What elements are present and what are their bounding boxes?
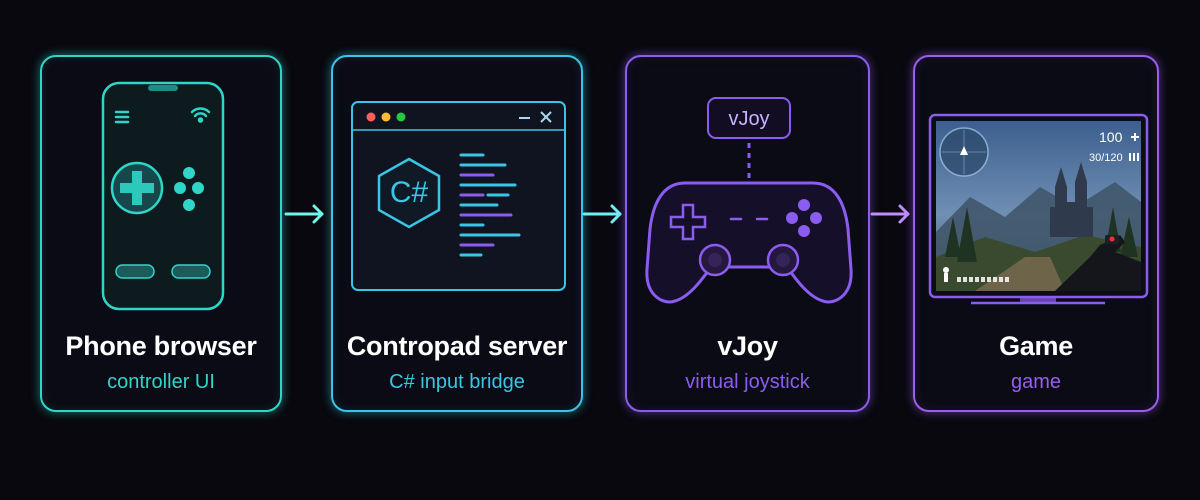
left-shoulder-button [115, 264, 155, 279]
phone-controller-icon [101, 81, 225, 311]
stage-title: Contropad server [346, 331, 568, 361]
stage-subtitle: C# input bridge [389, 371, 525, 393]
gamepad-sticks [698, 243, 800, 277]
vjoy-badge-label: vJoy [728, 108, 769, 130]
gamepad-icon: vJoy [645, 97, 853, 304]
health-icon [1131, 133, 1139, 141]
stage-card-phone-browser: Phone browser controller UI [40, 55, 282, 412]
stage-title: Game [999, 331, 1073, 361]
game-scene [936, 121, 1141, 291]
csharp-logo-text: C# [390, 176, 429, 209]
stage-subtitle: controller UI [107, 371, 215, 393]
csharp-logo [377, 157, 441, 229]
flow-arrow-icon [870, 204, 910, 224]
stage-card-game: 100 30/120 Game game [913, 55, 1159, 412]
flow-arrow-icon [284, 204, 324, 224]
minimap [939, 127, 989, 177]
dpad-icon [110, 161, 164, 215]
vjoy-badge [707, 97, 791, 139]
wifi-icon [190, 107, 211, 123]
stage-subtitle: game [1010, 371, 1062, 393]
flow-arrow-icon [582, 204, 622, 224]
menu-icon [114, 110, 130, 124]
right-shoulder-button [171, 264, 211, 279]
weapon [1055, 235, 1141, 291]
ammo-counter: 30/120 [1089, 152, 1123, 164]
game-monitor-icon: 100 30/120 [928, 113, 1149, 305]
castle [1050, 162, 1093, 237]
gamepad-buttons [786, 199, 822, 237]
health-value: 100 [1099, 129, 1123, 145]
stage-card-vjoy: vJoy vJoy virtual joystick [625, 55, 870, 412]
ammo-icon [1129, 153, 1139, 161]
gamepad-dpad [669, 203, 707, 241]
stage-title: vJoy [717, 331, 778, 361]
stage-title: Phone browser [65, 331, 257, 361]
action-buttons-icon [174, 167, 204, 211]
close-icon [540, 111, 552, 123]
code-lines [459, 153, 521, 257]
stage-card-contropad-server: C# Contropad server C# input bridge [331, 55, 583, 412]
player-figure-icon [943, 267, 949, 282]
window-traffic-lights [366, 112, 406, 122]
stage-subtitle: virtual joystick [685, 371, 810, 393]
csharp-window-icon: C# [351, 101, 566, 291]
inventory-bar [957, 277, 1009, 282]
